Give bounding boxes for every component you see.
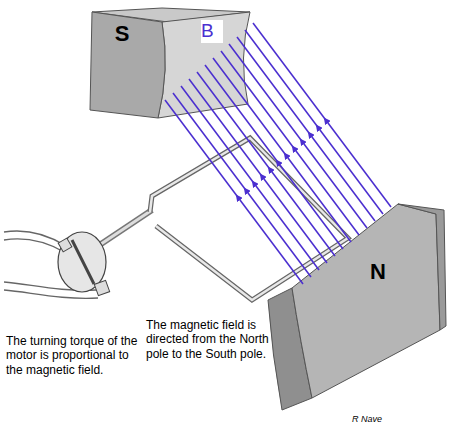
field-symbol: B <box>201 20 223 43</box>
pole-face: N <box>366 258 390 286</box>
field-arrow <box>326 120 332 128</box>
field-arrow <box>238 197 244 205</box>
field-arrow <box>262 176 268 184</box>
field-arrow <box>310 134 316 142</box>
field-line <box>197 72 335 256</box>
pole-letter: N <box>370 261 386 283</box>
field-line <box>165 100 303 284</box>
pole-face: S <box>111 20 134 48</box>
field-arrow <box>294 148 300 156</box>
field-arrow <box>286 155 292 163</box>
field-arrow <box>318 127 324 135</box>
field-line <box>173 93 311 277</box>
field-line <box>213 58 351 242</box>
field-line <box>221 51 359 235</box>
field-line <box>253 23 391 207</box>
south-pole-block <box>90 8 250 118</box>
field-line <box>181 86 319 270</box>
shaft <box>95 210 152 248</box>
field-arrow <box>254 183 260 191</box>
field-line <box>237 37 375 221</box>
credit: R Nave <box>352 414 412 425</box>
field-line <box>229 44 367 228</box>
field-arrow <box>278 162 284 170</box>
note-text: The turning torque of the motor is propo… <box>6 334 140 377</box>
commutator <box>58 232 110 296</box>
field-arrow <box>246 190 252 198</box>
field-line <box>245 30 383 214</box>
pole-letter: S <box>115 23 130 45</box>
field-arrow <box>270 169 276 177</box>
note-text: The magnetic field is directed from the … <box>146 318 284 361</box>
field-line <box>189 79 327 263</box>
field-line <box>205 65 343 249</box>
magnetic-field-lines <box>165 23 391 284</box>
field-arrow <box>302 141 308 149</box>
north-pole-block <box>268 204 446 410</box>
